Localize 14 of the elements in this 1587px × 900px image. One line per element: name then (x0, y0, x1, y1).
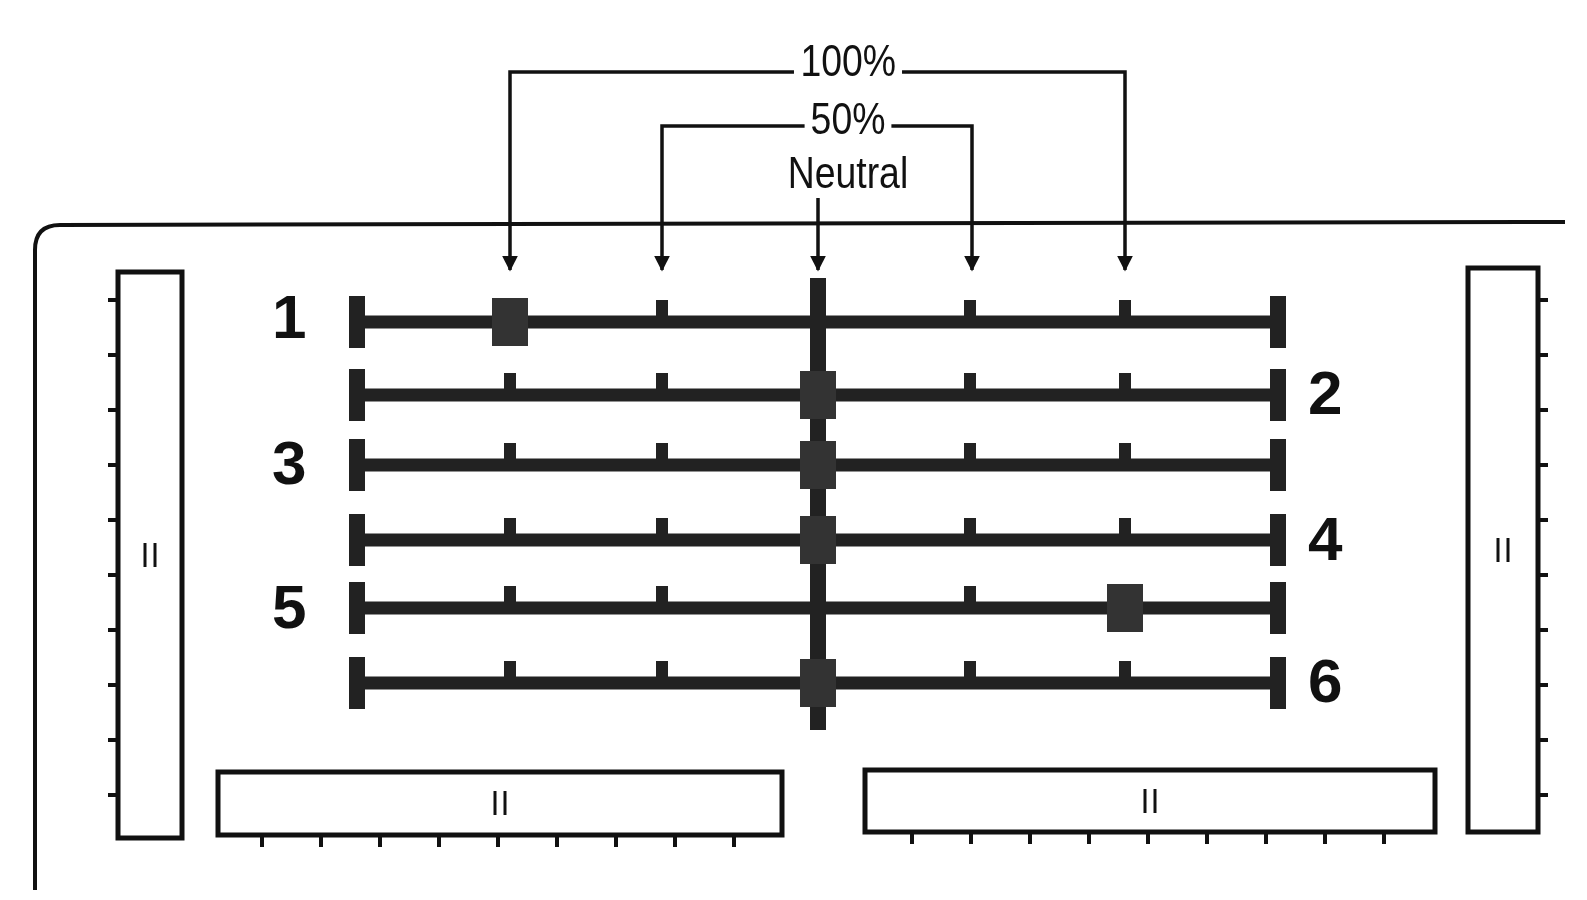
arrow (654, 124, 805, 272)
slider-number: 2 (1308, 362, 1343, 424)
arrow (891, 124, 980, 272)
position-label: 100% (799, 38, 896, 84)
slider-number: 3 (272, 432, 307, 494)
position-label: Neutral (787, 150, 909, 196)
slider-number: 6 (1308, 650, 1343, 712)
position-label: 50% (810, 96, 886, 142)
slider-number: 1 (272, 286, 307, 348)
arrow (902, 70, 1133, 272)
slider-number: 5 (272, 576, 307, 638)
slider-number: 4 (1308, 508, 1343, 570)
arrow (810, 198, 826, 272)
arrow (502, 70, 794, 272)
